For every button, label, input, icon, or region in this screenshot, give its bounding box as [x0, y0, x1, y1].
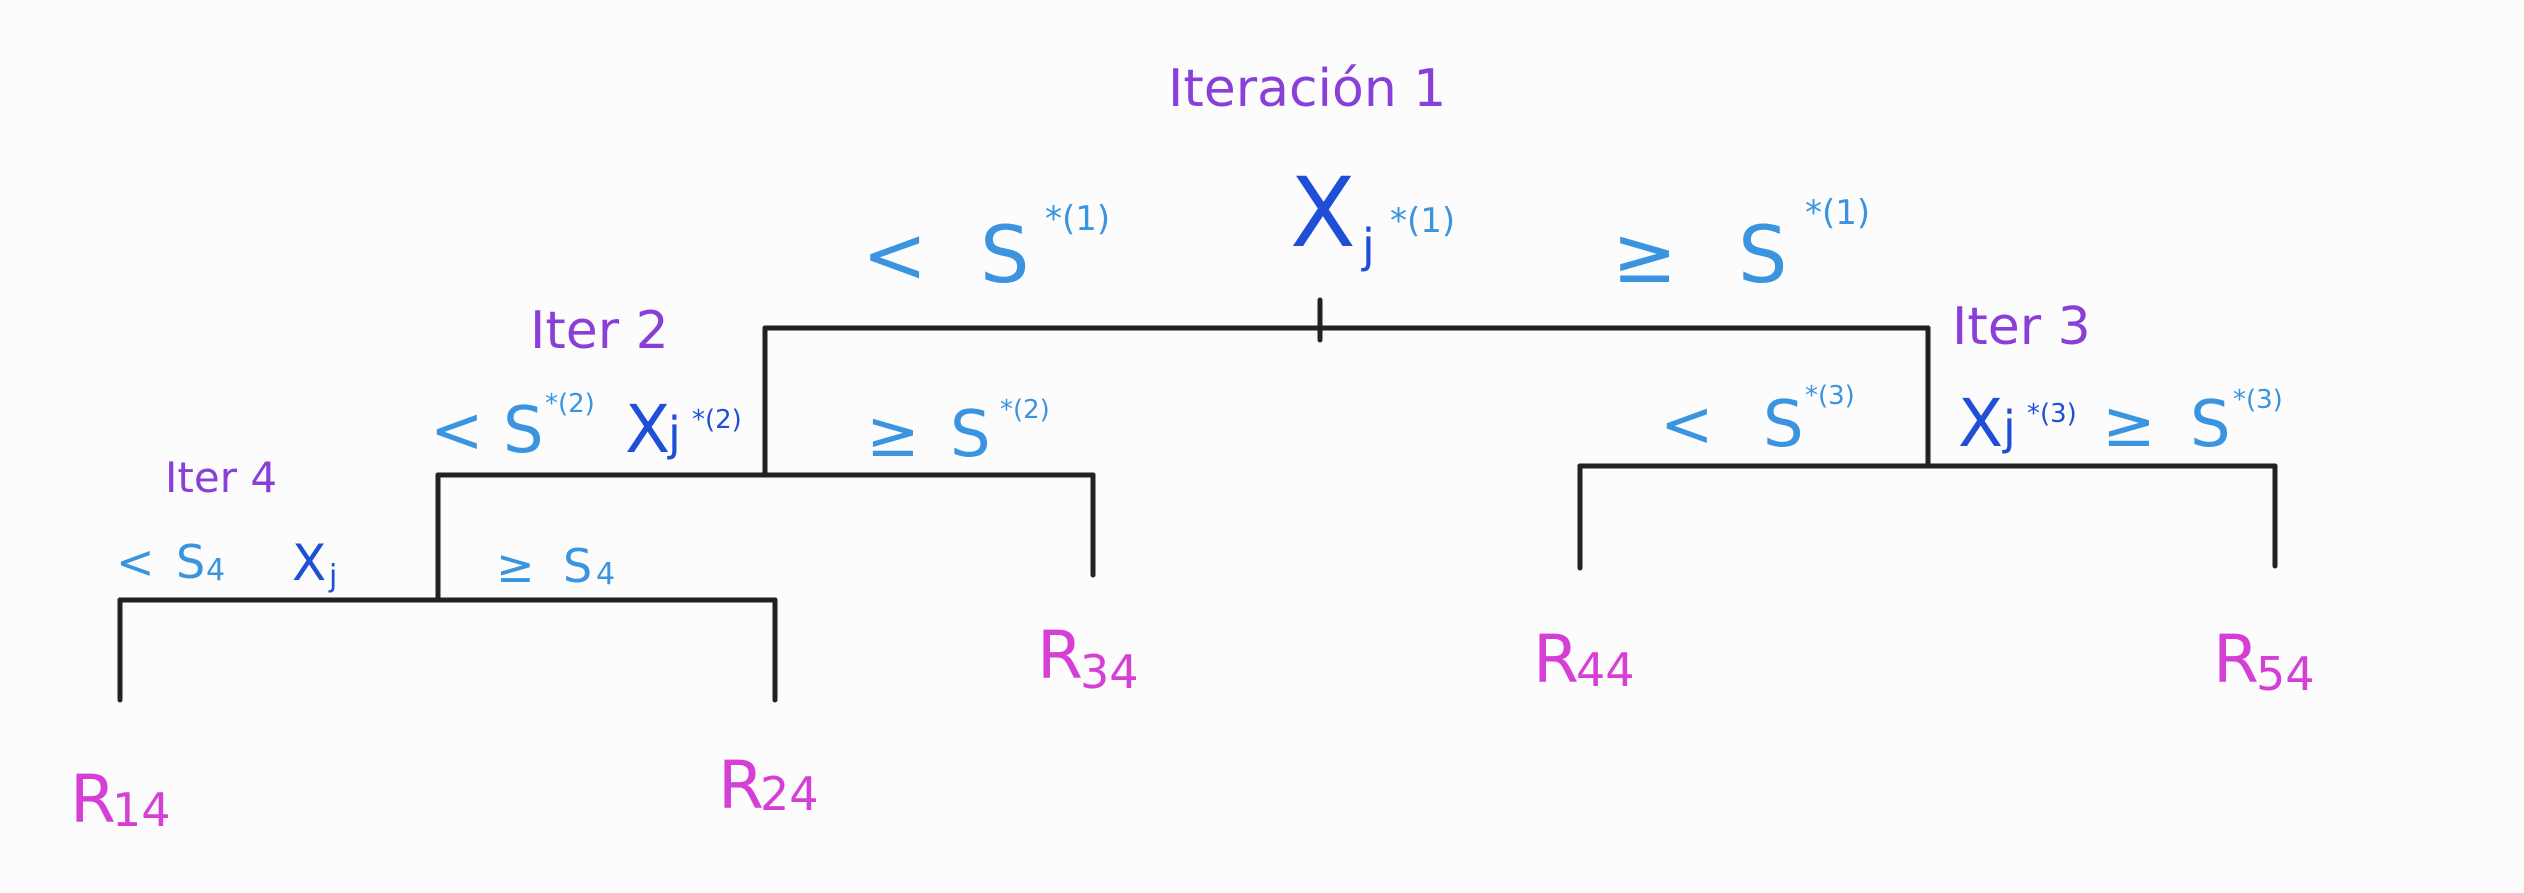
leaf-r24-subscript: 24 [760, 767, 819, 821]
iter4-left-threshold: S [176, 535, 205, 589]
root-split-variable: X [1290, 157, 1356, 269]
leaf-r44-subscript: 44 [1576, 643, 1635, 697]
iter2-right-threshold: S [950, 398, 991, 472]
leaf-r24: R 24 [718, 747, 819, 824]
iter4-label: Iter 4 [165, 453, 277, 502]
root-right-operator: ≥ [1612, 211, 1677, 301]
iter2-split-variable-superscript: *(2) [692, 405, 742, 435]
leaf-r14-subscript: 14 [112, 783, 171, 837]
leaf-r44-letter: R [1533, 621, 1579, 698]
iter2-left-threshold-superscript: *(2) [545, 389, 595, 419]
leaf-r34: R 34 [1037, 617, 1139, 699]
iter3-right-threshold-superscript: *(3) [2233, 385, 2283, 415]
iter2-label: Iter 2 [530, 301, 669, 361]
root-right-threshold: S [1738, 211, 1788, 301]
leaf-r24-letter: R [718, 747, 764, 824]
iter4-split-variable: X [292, 534, 326, 592]
iter4-right-operator: ≥ [496, 539, 535, 593]
iter3-left-threshold: S [1763, 388, 1804, 462]
iter2-left-operator: < [430, 394, 484, 468]
root-split-variable-superscript: *(1) [1390, 201, 1455, 241]
iter3-split-variable-superscript: *(3) [2027, 399, 2077, 429]
iter4-left-threshold-subscript: 4 [206, 553, 225, 588]
leaf-r54-letter: R [2213, 621, 2259, 698]
iter4-left-operator: < [116, 535, 155, 589]
iter3-left-operator: < [1660, 388, 1714, 462]
iter4-split-variable-subscript: j [328, 559, 337, 594]
leaf-r34-subscript: 34 [1080, 645, 1139, 699]
leaf-r34-letter: R [1037, 617, 1083, 694]
iter2-split-variable: X [625, 391, 670, 468]
root-right-threshold-superscript: *(1) [1805, 193, 1870, 233]
root-left-threshold: S [980, 211, 1030, 301]
iter2-right-threshold-superscript: *(2) [1000, 395, 1050, 425]
iter3-left-threshold-superscript: *(3) [1805, 381, 1855, 411]
root-left-threshold-superscript: *(1) [1045, 199, 1110, 239]
iter3-split-variable: X [1958, 385, 2003, 462]
leaf-r14: R 14 [70, 761, 171, 838]
iter2-right-operator: ≥ [866, 398, 920, 472]
leaf-r54-subscript: 54 [2256, 647, 2315, 701]
leaf-r44: R 44 [1533, 621, 1635, 698]
iter3-right-operator: ≥ [2102, 388, 2156, 462]
iter3-label: Iter 3 [1952, 297, 2091, 357]
leaf-r54: R 54 [2213, 621, 2315, 701]
iter3-split-variable-subscript: j [2002, 401, 2016, 455]
iter4-right-threshold: S [563, 539, 592, 593]
root-left-operator: < [862, 211, 927, 301]
iter2-split-variable-subscript: j [667, 407, 681, 461]
iter3-right-threshold: S [2190, 388, 2231, 462]
root-iteration-label: Iteración 1 [1168, 59, 1446, 119]
leaf-r14-letter: R [70, 761, 116, 838]
iter4-right-threshold-subscript: 4 [596, 557, 615, 592]
iter2-left-threshold: S [503, 394, 544, 468]
root-split-variable-subscript: j [1361, 219, 1375, 273]
